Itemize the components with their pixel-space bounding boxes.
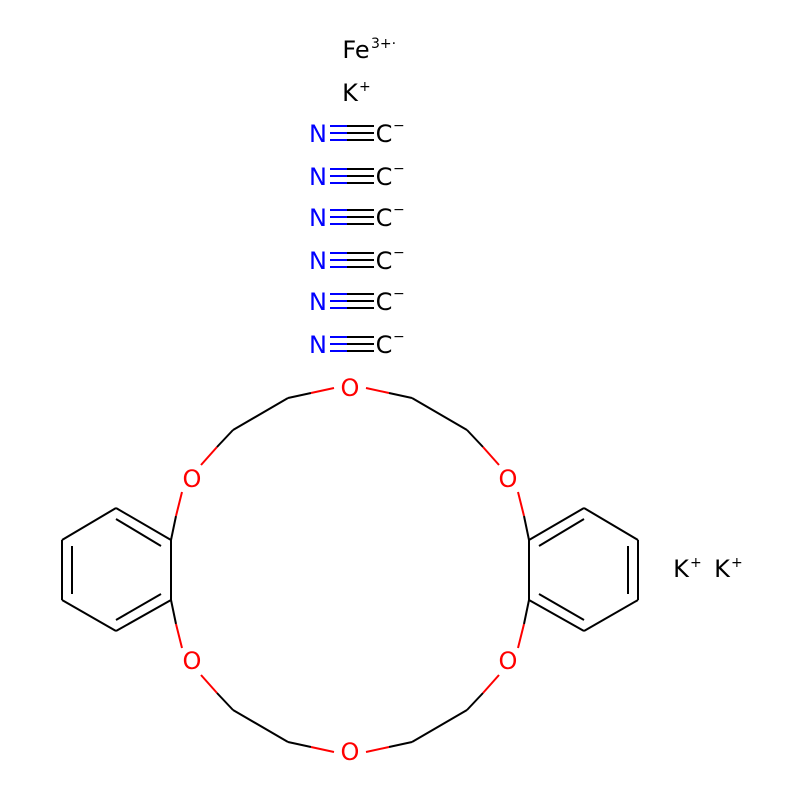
right-benzene-ring <box>528 507 639 632</box>
nitrogen-atom: N <box>309 204 327 232</box>
iron-ion: Fe 3+· <box>342 36 396 64</box>
cyanide-charge: − <box>393 245 405 261</box>
oxygen-atom: O <box>499 465 518 493</box>
nitrogen-atom: N <box>309 247 327 275</box>
cyanide-ion: N C − <box>309 118 405 148</box>
cyanide-ion: N C − <box>309 329 405 359</box>
oxygen-atom: O <box>341 374 360 402</box>
dibenzo-crown-ether: O O O O O O <box>61 374 639 766</box>
carbon-atom: C <box>376 204 393 232</box>
potassium-charge: + <box>690 555 702 571</box>
triple-bond <box>330 168 374 184</box>
nitrogen-atom: N <box>309 331 327 359</box>
potassium-symbol: K <box>714 555 731 583</box>
oxygen-atom: O <box>183 647 202 675</box>
oxygen-atom: O <box>341 738 360 766</box>
carbon-atom: C <box>376 331 393 359</box>
carbon-atom: C <box>376 288 393 316</box>
cyanide-charge: − <box>393 161 405 177</box>
nitrogen-atom: N <box>309 163 327 191</box>
left-benzene-ring <box>61 507 172 632</box>
nitrogen-atom: N <box>309 120 327 148</box>
cyanide-charge: − <box>393 118 405 134</box>
cyanide-charge: − <box>393 202 405 218</box>
triple-bond <box>330 209 374 225</box>
triple-bond <box>330 336 374 352</box>
iron-symbol: Fe <box>342 36 369 64</box>
potassium-symbol: K <box>342 79 359 107</box>
oxygen-atom: O <box>183 465 202 493</box>
potassium-ion-top: K + <box>342 79 371 107</box>
triple-bond <box>330 293 374 309</box>
cyanide-ion: N C − <box>309 245 405 275</box>
ether-bonds <box>170 387 530 753</box>
potassium-ion-right-1: K + <box>673 555 702 583</box>
triple-bond <box>330 252 374 268</box>
cyanide-ion: N C − <box>309 202 405 232</box>
oxygen-atom: O <box>499 647 518 675</box>
cyanide-charge: − <box>393 329 405 345</box>
cyanide-ion: N C − <box>309 161 405 191</box>
cyanide-ion: N C − <box>309 286 405 316</box>
nitrogen-atom: N <box>309 288 327 316</box>
potassium-symbol: K <box>673 555 690 583</box>
triple-bond <box>330 125 374 141</box>
cyanide-charge: − <box>393 286 405 302</box>
carbon-atom: C <box>376 163 393 191</box>
potassium-ion-right-2: K + <box>714 555 743 583</box>
iron-charge: 3+· <box>371 36 396 52</box>
carbon-atom: C <box>376 247 393 275</box>
potassium-charge: + <box>359 79 371 95</box>
potassium-charge: + <box>731 555 743 571</box>
carbon-atom: C <box>376 120 393 148</box>
